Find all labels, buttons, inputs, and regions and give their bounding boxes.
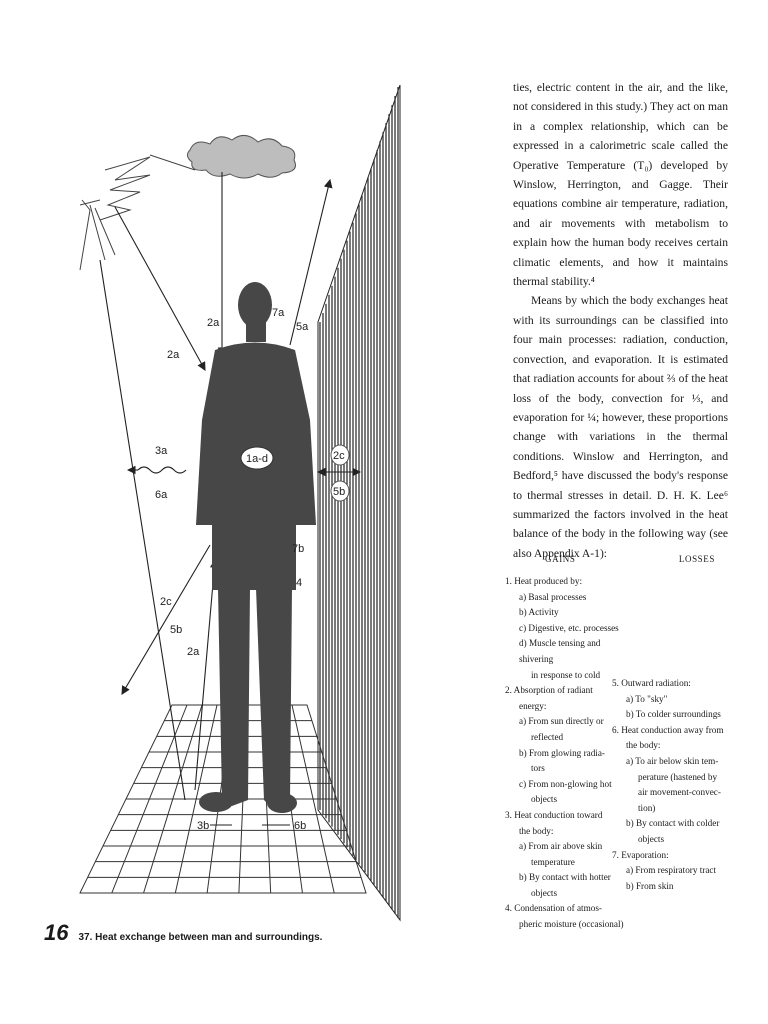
label-3a: 3a xyxy=(155,445,168,457)
list-item: b) To colder surroundings xyxy=(626,709,721,720)
list-item: energy: xyxy=(519,700,547,711)
paragraph-2: Means by which the body exchanges heat w… xyxy=(513,294,728,560)
list-item: objects xyxy=(638,833,665,844)
losses-header: LOSSES xyxy=(678,554,715,564)
list-item: a) From air above skin xyxy=(519,841,603,852)
label-2a-left: 2a xyxy=(167,349,180,361)
label-2c-right: 2c xyxy=(333,450,345,462)
list-item: b) From glowing radia- xyxy=(519,747,605,758)
list-item: the body: xyxy=(626,740,661,751)
list-item: reflected xyxy=(531,731,564,742)
cloud-icon xyxy=(186,135,296,179)
list-item: c) From non-glowing hot xyxy=(519,778,612,789)
list-item: pheric moisture (occasional) xyxy=(519,919,624,930)
list-item: tion) xyxy=(638,802,656,813)
list-item: b) From skin xyxy=(626,880,674,891)
label-1a-d: 1a-d xyxy=(246,453,268,465)
label-6a: 6a xyxy=(155,489,168,501)
page-number: 16 xyxy=(44,920,69,945)
label-2a-top: 2a xyxy=(207,317,220,329)
list-item: a) From respiratory tract xyxy=(626,865,717,876)
list-item: a) To air below skin tem- xyxy=(626,755,719,766)
label-7a: 7a xyxy=(272,307,285,319)
body-text: ties, electric content in the air, and t… xyxy=(513,78,728,563)
list-item: objects xyxy=(531,887,558,898)
gains-list: 1. Heat produced by: a) Basal processes b)… xyxy=(505,574,633,933)
list-item: 4. Condensation of atmos- xyxy=(505,903,602,914)
sun-icon xyxy=(79,154,196,271)
label-5a: 5a xyxy=(296,321,309,333)
list-item: objects xyxy=(531,794,558,805)
label-7b: 7b xyxy=(292,543,304,555)
list-item: b) Activity xyxy=(519,607,559,618)
list-item: in response to cold xyxy=(531,669,601,680)
radiation-arrows xyxy=(99,172,362,826)
label-6b: 6b xyxy=(294,820,306,832)
list-item: d) Muscle tensing and shivering xyxy=(519,638,601,664)
paragraph-1: ties, electric content in the air, and t… xyxy=(513,81,728,289)
list-item: 5. Outward radiation: xyxy=(612,678,691,688)
label-5b-low: 5b xyxy=(170,624,182,636)
label-4: 4 xyxy=(296,577,302,589)
list-item: 3. Heat conduction toward xyxy=(505,809,603,820)
striped-wall xyxy=(317,84,401,922)
list-item: tors xyxy=(531,763,545,774)
losses-list: 5. Outward radiation: a) To "sky" b) To co… xyxy=(612,676,740,894)
list-item: a) From sun directly or xyxy=(519,716,604,727)
list-item: 1. Heat produced by: xyxy=(505,576,583,586)
list-item: c) Digestive, etc. processes xyxy=(519,622,619,633)
list-item: 6. Heat conduction away from xyxy=(612,724,724,735)
gains-header: GAINS xyxy=(545,554,576,564)
list-item: a) To "sky" xyxy=(626,693,668,704)
list-item: perature (hastened by xyxy=(638,771,718,782)
figure-footer: 16 37. Heat exchange between man and sur… xyxy=(44,920,484,946)
list-item: 7. Evaporation: xyxy=(612,849,669,860)
list-item: b) By contact with colder xyxy=(626,818,720,829)
label-2c-low: 2c xyxy=(160,596,172,608)
label-2a-low: 2a xyxy=(187,646,200,658)
table-header: GAINS LOSSES xyxy=(545,554,715,564)
list-item: a) Basal processes xyxy=(519,591,587,602)
list-item: air movement-convec- xyxy=(638,787,721,798)
list-item: temperature xyxy=(531,856,575,867)
label-3b: 3b xyxy=(197,820,209,832)
list-item: the body: xyxy=(519,825,554,836)
list-item: 2. Absorption of radiant xyxy=(505,685,593,696)
figure-caption: 37. Heat exchange between man and surrou… xyxy=(78,932,323,943)
label-5b-right: 5b xyxy=(333,486,345,498)
list-item: b) By contact with hotter xyxy=(519,872,611,883)
heat-exchange-figure: 2a 2a 7a 5a 3a 6a 1a-d 2c 5b 7b 4 2c 5b … xyxy=(79,84,401,922)
